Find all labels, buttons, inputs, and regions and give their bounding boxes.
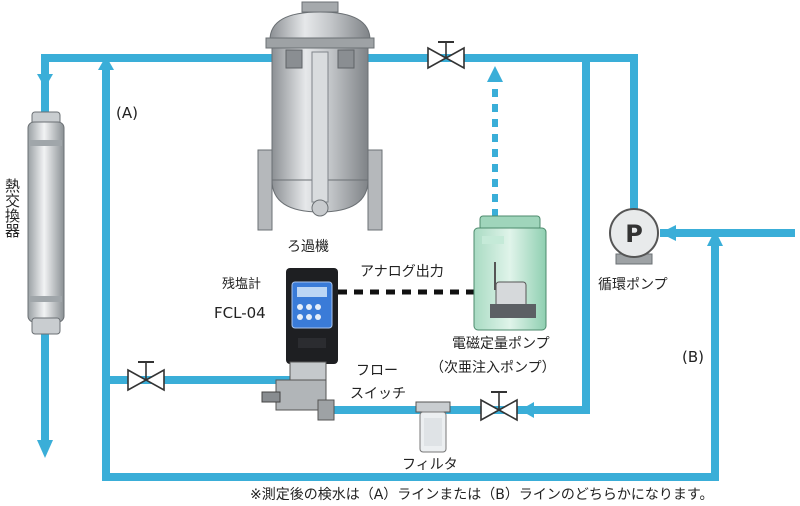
arrow-left-pump-inlet	[660, 225, 676, 241]
arrow-left-sample	[520, 402, 534, 418]
arrow-up-b-line	[707, 230, 723, 246]
analog-output-label: アナログ出力	[360, 264, 444, 280]
residual-meter-label: 残塩計	[222, 276, 261, 292]
arrow-up-injection	[487, 66, 503, 82]
heat-exchanger-label: 熱交換器	[3, 178, 21, 238]
filter-tank-label: ろ過機	[287, 239, 329, 255]
footnote: ※測定後の検水は（A）ラインまたは（B）ラインのどちらかになります。	[250, 487, 714, 503]
meter-model-label: FCL-04	[214, 304, 266, 322]
strainer-label: フィルタ	[402, 457, 458, 473]
pipe-line-a	[102, 70, 719, 481]
circ-pump-label: 循環ポンプ	[598, 277, 668, 293]
flow-switch-label-2: スイッチ	[350, 386, 406, 402]
strainer	[415, 401, 451, 453]
arrow-up-a-line	[98, 56, 114, 70]
pump-symbol: P	[625, 220, 643, 248]
pipe-sample-line	[330, 58, 590, 414]
sample-line-valve	[480, 391, 518, 422]
dosing-pump-label-1: 電磁定量ポンプ	[452, 336, 550, 352]
analyzer-valve	[127, 361, 165, 392]
dosing-pump-label-2: （次亜注入ポンプ）	[430, 360, 556, 376]
top-line-valve	[427, 41, 465, 70]
circulation-pump: P	[609, 208, 659, 265]
filter-tank	[257, 1, 383, 231]
line-b-label: (B)	[682, 348, 704, 366]
dosing-pump	[473, 215, 547, 331]
arrow-down-hx-top	[37, 74, 53, 88]
heat-exchanger	[27, 111, 65, 335]
flow-arrows	[37, 56, 723, 458]
residual-chlorine-meter	[261, 268, 338, 421]
flow-switch-label-1: フロー	[356, 363, 398, 379]
arrow-down-hx-outlet	[37, 440, 53, 458]
line-a-label: (A)	[116, 104, 138, 122]
